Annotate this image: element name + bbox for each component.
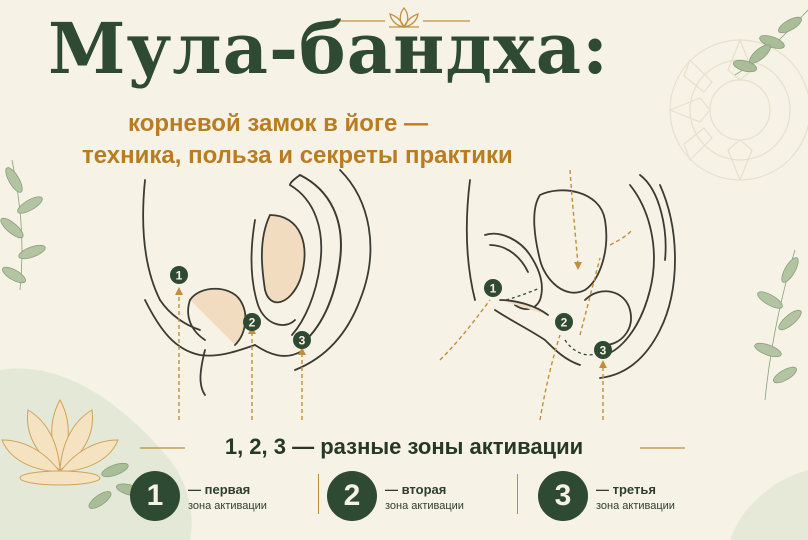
zone-2-sub: зона активации [385,500,464,512]
footer-heading: 1, 2, 3 — разные зоны активации [224,434,584,459]
zone-2-badge: 2 [327,471,377,521]
activation-arrows [439,169,633,421]
corner-wash-right [730,470,808,540]
marker-3: 3 [293,331,311,349]
page-title: Мула-бандха: [48,7,609,90]
marker-2: 2 [243,313,261,331]
activation-arrows [178,292,303,420]
zone-3-sub: зона активации [596,500,675,512]
lotus-icon [1,398,119,486]
zone-3-label: — третья [596,482,656,497]
zone-2-label: — вторая [385,482,447,497]
zone-2: 2 — вторая зона активации [327,466,507,526]
arrow-heads [574,262,607,368]
subtitle-line-1: корневой замок в йоге — [128,110,428,137]
marker-3-label: 3 [299,334,306,348]
zone-separator [517,474,518,514]
mandala-icon [668,38,808,182]
zone-1-badge: 1 [130,471,180,521]
leaf-branch-icon [754,249,802,401]
zone-3: 3 — третья зона активации [538,466,718,526]
zone-1-label: — первая [188,482,251,497]
subtitle-line-2: техника, польза и секреты практики [82,142,513,169]
anatomy-illustration [465,174,676,379]
marker-1-label: 1 [176,269,183,283]
marker-1: 1 [170,266,188,284]
marker-2: 2 [555,313,573,331]
leaf-branch-icon [0,159,46,291]
marker-1-label: 1 [490,282,497,296]
zone-separator [318,474,319,514]
leaf-branch-icon [732,9,808,76]
marker-1: 1 [484,279,502,297]
zone-1: 1 — первая зона активации [130,466,310,526]
marker-3: 3 [594,341,612,359]
lotus-icon [338,6,470,28]
zone-1-sub: зона активации [188,500,267,512]
anatomy-illustration [142,169,372,396]
marker-3-label: 3 [600,344,607,358]
marker-2-label: 2 [561,316,568,330]
marker-2-label: 2 [249,316,256,330]
zone-3-badge: 3 [538,471,588,521]
